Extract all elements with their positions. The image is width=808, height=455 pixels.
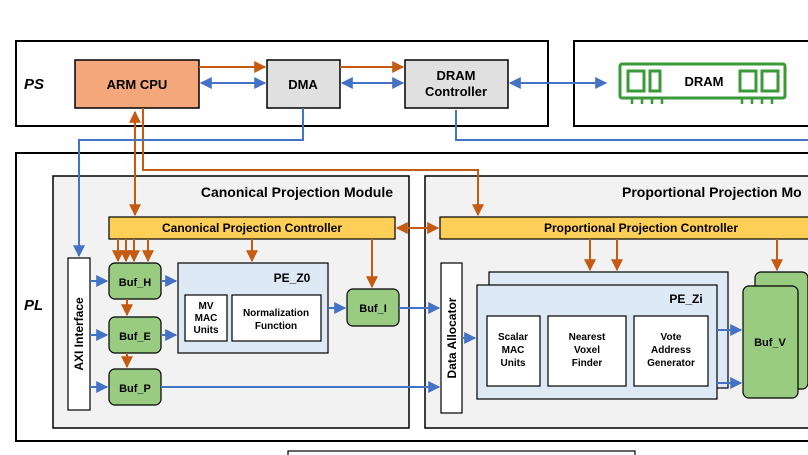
proportional-controller-label: Proportional Projection Controller [544,221,738,235]
data-allocator-label: Data Allocator [445,297,459,378]
proportional-controller [439,216,808,240]
vote-address-generator-block [633,315,709,387]
mv-mac-units-block [184,294,228,342]
scalar-label-1: Scalar [498,332,528,343]
scalar-label-2: MAC [502,345,525,356]
normalization-label-1: Normalization [243,308,309,319]
vote-label-3: Generator [647,358,695,369]
dma-block [266,59,341,109]
normalization-label-2: Function [255,321,297,332]
buf-i-label: Buf_I [359,303,387,315]
arm-cpu-block [74,59,200,109]
axi-interface-label: AXI Interface [72,297,86,371]
pe-zi-title: PE_Zi [669,292,702,306]
vote-label-2: Address [651,345,691,356]
pe-z0-title: PE_Z0 [274,271,311,285]
buf-e-label: Buf_E [119,331,151,343]
proportional-module-title: Proportional Projection Mo [622,184,802,200]
canonical-module-title: Canonical Projection Module [201,184,393,200]
bottom-partial-box [287,450,636,455]
buf-v-label: Buf_V [754,337,786,349]
vote-label-1: Vote [661,332,682,343]
ps-label: PS [24,76,44,93]
buf-v-block [742,285,799,399]
nearest-label-3: Finder [572,358,603,369]
arm-cpu-label: ARM CPU [107,77,168,92]
canonical-controller-label: Canonical Projection Controller [162,221,342,235]
buf-p-label: Buf_P [119,383,151,395]
nearest-label-2: Voxel [574,345,600,356]
dram-controller-label-2: Controller [425,84,487,99]
dma-label: DMA [288,77,318,92]
dram-controller-label-1: DRAM [437,68,476,83]
mv-mac-label-1: MV [199,301,214,312]
nearest-label-1: Nearest [569,332,606,343]
data-arrows [73,77,808,393]
scalar-label-3: Units [501,358,526,369]
dram-memory-icon [618,62,787,104]
buf-h-label: Buf_H [119,277,151,289]
nearest-voxel-finder-block [547,315,627,387]
normalization-function-block [231,294,322,342]
mv-mac-label-3: Units [194,325,219,336]
dram-label: DRAM [685,74,724,89]
dram-controller-block [404,59,509,109]
pl-label: PL [24,297,43,314]
mv-mac-label-2: MAC [195,313,218,324]
scalar-mac-units-block [486,315,541,387]
